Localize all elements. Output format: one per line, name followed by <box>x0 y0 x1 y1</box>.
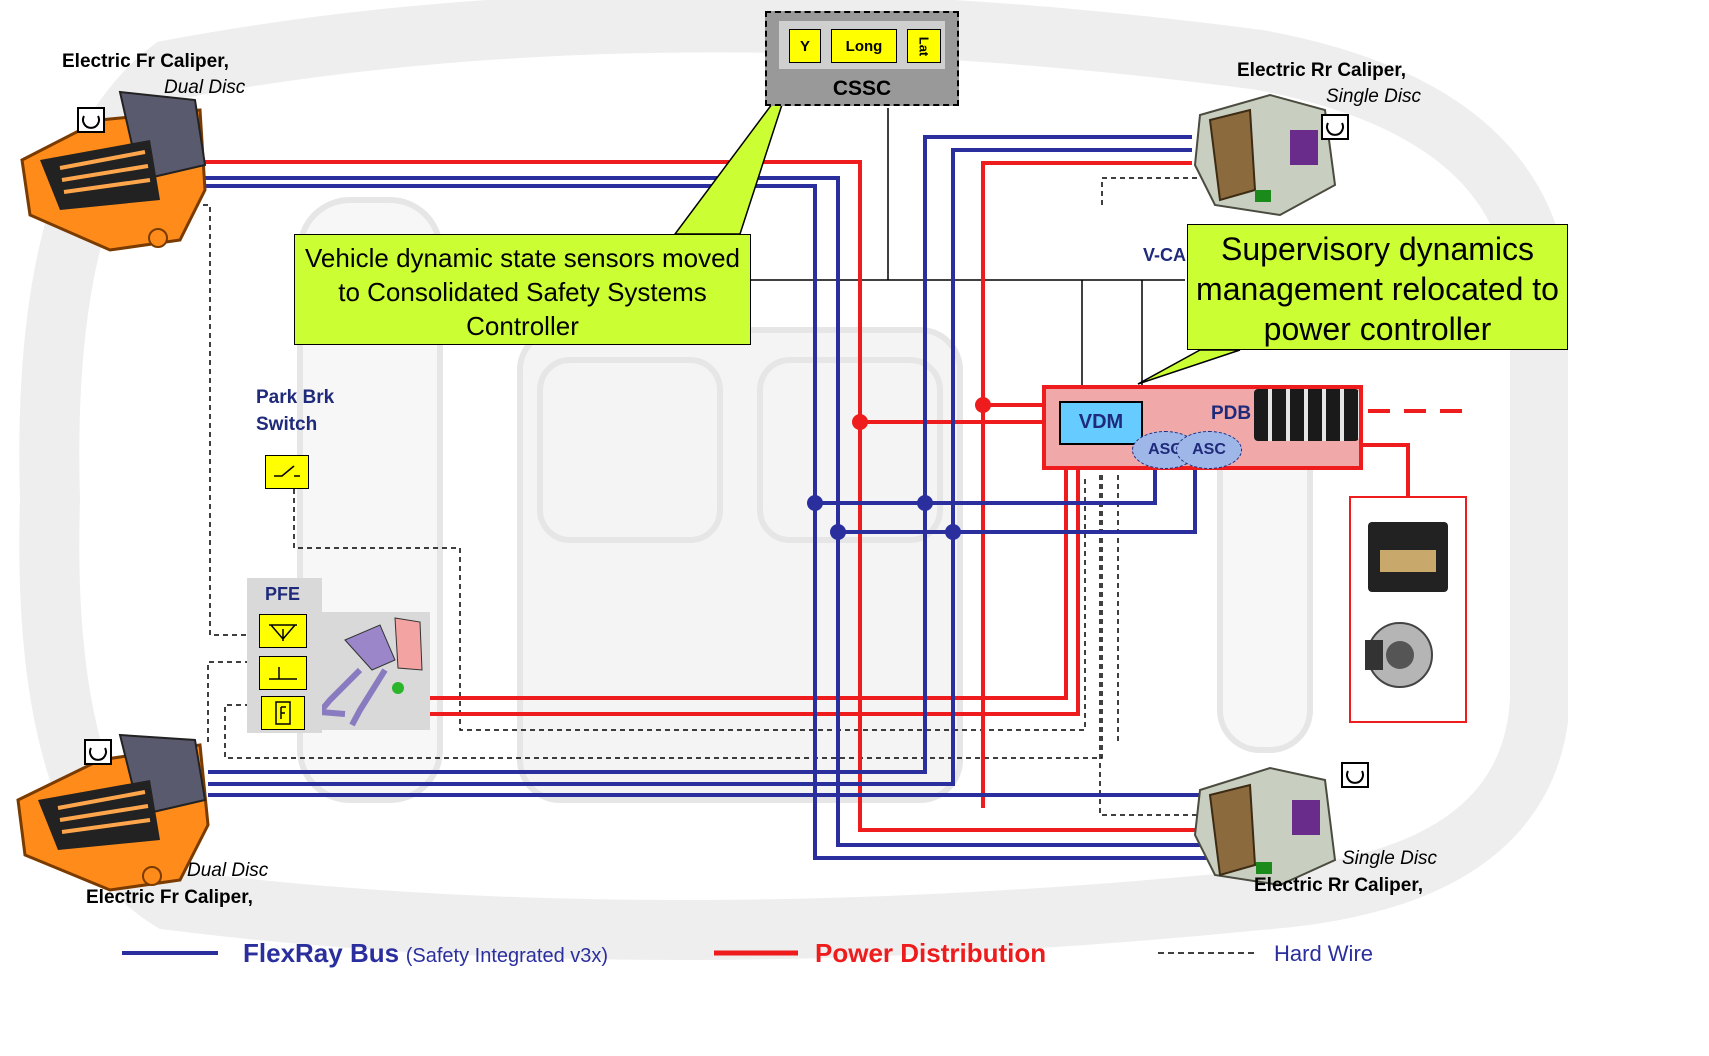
asc-badge-2: ASC <box>1176 431 1242 469</box>
brake-system-diagram: Y Long Lat CSSC Vehicle dynamic state se… <box>0 0 1568 980</box>
legend-power: Power Distribution <box>815 938 1046 969</box>
vdm-label: VDM <box>1079 411 1123 433</box>
callout-sensors-moved: Vehicle dynamic state sensors moved to C… <box>294 234 751 345</box>
pfe-label: PFE <box>265 584 300 605</box>
cssc-title: CSSC <box>767 77 957 101</box>
pfe-panel: PFE <box>247 578 322 733</box>
caliper-front-left-title: Electric Fr Caliper, <box>62 51 229 73</box>
caliper-front-right-graphic <box>1195 95 1335 215</box>
battery-alternator-graphic <box>1350 497 1466 722</box>
callout-supervisory-text: Supervisory dynamics management relocate… <box>1196 231 1559 347</box>
vcan-label: V-CA <box>1143 245 1186 266</box>
caliper-front-left-subtitle: Dual Disc <box>164 77 245 99</box>
legend-flexray: FlexRay Bus (Safety Integrated v3x) <box>243 938 608 969</box>
wiring-canvas <box>0 0 1568 980</box>
pdb-label: PDB <box>1211 403 1251 425</box>
long-sensor-label: Long <box>846 38 883 55</box>
legend-flexray-title: FlexRay Bus <box>243 938 399 968</box>
asc-label-2: ASC <box>1192 441 1226 458</box>
lat-sensor-icon: Lat <box>907 29 941 63</box>
legend-hardwire: Hard Wire <box>1274 941 1373 967</box>
park-brake-label: Park Brk Switch <box>256 384 376 438</box>
yaw-sensor-icon: Y <box>789 29 821 63</box>
power-connectors-graphic <box>1254 389 1359 441</box>
caliper-rear-right-title: Electric Rr Caliper, <box>1254 875 1423 897</box>
pedal-force-sensor-icon <box>261 696 305 730</box>
caliper-rear-left-subtitle: Dual Disc <box>187 860 268 882</box>
caliper-rear-right-subtitle: Single Disc <box>1342 848 1437 870</box>
pedal-assembly-graphic <box>318 612 430 730</box>
supervisory-callout-pointer <box>1138 350 1240 384</box>
long-sensor-icon: Long <box>831 29 897 63</box>
legend-flexray-note: (Safety Integrated v3x) <box>406 945 608 967</box>
yaw-sensor-label: Y <box>800 38 810 55</box>
caliper-front-right-title: Electric Rr Caliper, <box>1237 60 1406 82</box>
callout-sensors-moved-text: Vehicle dynamic state sensors moved to C… <box>305 243 740 341</box>
callout-supervisory: Supervisory dynamics management relocate… <box>1187 224 1568 350</box>
brake-switch-icon <box>259 656 307 690</box>
power-controller-module: VDM PDB ASC ASC <box>1042 385 1363 470</box>
vdm-box: VDM <box>1059 401 1143 445</box>
cssc-module: Y Long Lat CSSC <box>765 11 959 106</box>
park-brake-switch-icon <box>265 455 309 489</box>
pedal-position-sensor-icon <box>259 614 307 648</box>
caliper-rear-left-title: Electric Fr Caliper, <box>86 887 253 909</box>
lat-sensor-label: Lat <box>917 36 932 56</box>
caliper-front-right-subtitle: Single Disc <box>1326 86 1421 108</box>
caliper-rear-right-graphic <box>1195 768 1335 885</box>
